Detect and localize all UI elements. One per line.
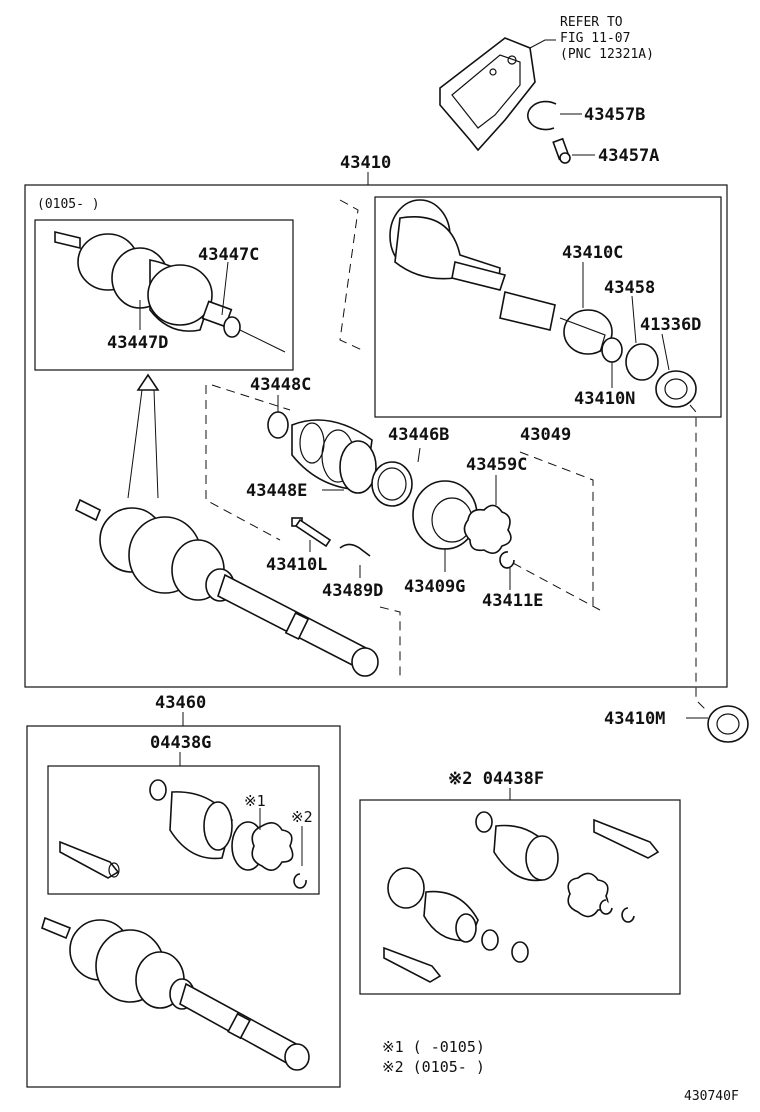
refer-text-2: FIG 11-07 xyxy=(560,31,630,46)
note-2: ※2 (0105- ) xyxy=(382,1058,485,1076)
kit-box-04438G xyxy=(47,765,320,895)
inset-box-variant xyxy=(34,219,294,371)
label-43448C: 43448C xyxy=(250,375,311,395)
label-43447D: 43447D xyxy=(107,333,168,353)
mark-1: ※1 xyxy=(244,792,266,810)
snap-ring-43411E xyxy=(499,551,515,590)
label-43489D: 43489D xyxy=(322,581,383,601)
refer-text-1: REFER TO xyxy=(560,15,623,30)
label-43410L: 43410L xyxy=(266,555,327,575)
label-04438F: ※2 04438F xyxy=(448,769,544,789)
inboard-joint-drawing xyxy=(389,199,697,408)
assembly-box-43460 xyxy=(26,725,341,1088)
guide-dash-3 xyxy=(211,384,291,411)
shaft-43460-drawing xyxy=(41,916,310,1071)
label-43410N: 43410N xyxy=(574,389,635,409)
snap-ring-43457B xyxy=(527,100,582,131)
label-43409G: 43409G xyxy=(404,577,465,597)
clamp-43446B xyxy=(371,447,421,507)
mark-2: ※2 xyxy=(291,808,313,826)
kit-box-04438F xyxy=(359,799,681,995)
label-43447C: 43447C xyxy=(198,245,259,265)
label-43457B: 43457B xyxy=(584,105,645,125)
kit-04438F-parts xyxy=(383,811,660,983)
boot-drawing xyxy=(291,419,377,494)
guide-dash-7 xyxy=(689,404,709,713)
label-43411E: 43411E xyxy=(482,591,543,611)
up-arrow-icon xyxy=(127,373,160,499)
range-label: (0105- ) xyxy=(37,197,100,212)
label-43410C: 43410C xyxy=(562,243,623,263)
guide-dash-5 xyxy=(499,555,601,611)
label-43049: 43049 xyxy=(520,425,571,445)
kit-04438G-parts xyxy=(59,779,307,889)
guide-dash-2 xyxy=(205,385,281,541)
inset-joint-drawing xyxy=(54,230,286,353)
label-41336D: 41336D xyxy=(640,315,701,335)
seal-43410M xyxy=(686,705,749,743)
guide-dash-6 xyxy=(379,606,401,680)
guide-dash-4 xyxy=(519,451,594,608)
label-43457A: 43457A xyxy=(598,146,659,166)
boot-clamp-43448C xyxy=(267,395,289,439)
label-43458: 43458 xyxy=(604,278,655,298)
label-43446B: 43446B xyxy=(388,425,449,445)
pin-43457A xyxy=(552,137,595,164)
label-43410: 43410 xyxy=(340,153,391,173)
label-43459C: 43459C xyxy=(466,455,527,475)
label-04438G: 04438G xyxy=(150,733,211,753)
label-43410M: 43410M xyxy=(604,709,665,729)
bolt-43410L xyxy=(291,517,332,552)
bracket-part xyxy=(439,37,556,152)
label-43448E: 43448E xyxy=(246,481,307,501)
drive-shaft-drawing xyxy=(74,498,379,677)
assembly-box-43410 xyxy=(24,184,728,688)
figure-code: 430740F xyxy=(684,1089,739,1104)
clip-43489D xyxy=(339,543,371,578)
note-1: ※1 ( -0105) xyxy=(382,1038,485,1056)
tripod-43459C xyxy=(463,475,512,554)
guide-dash-1 xyxy=(339,199,363,351)
refer-text-3: (PNC 12321A) xyxy=(560,47,654,62)
label-43460: 43460 xyxy=(155,693,206,713)
inset-box-inboard xyxy=(374,196,722,418)
